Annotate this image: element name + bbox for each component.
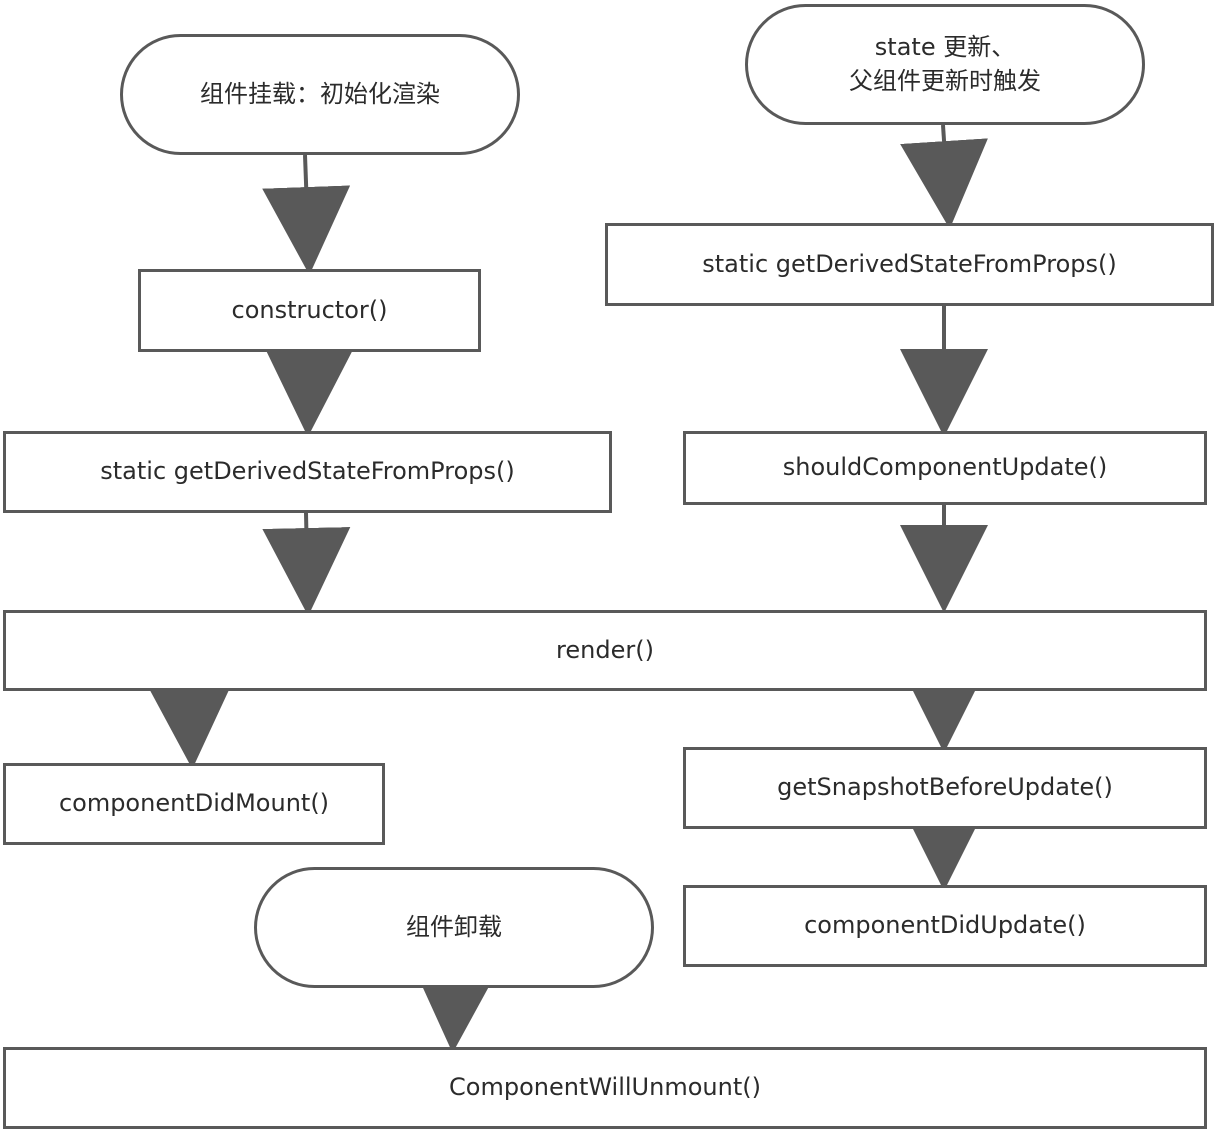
arrow-render-to-didmount bbox=[145, 679, 234, 769]
update-start-label-line1: state 更新、 bbox=[874, 32, 1016, 61]
update-start-label-line2: 父组件更新时触发 bbox=[849, 66, 1041, 95]
mount-getderived-box: static getDerivedStateFromProps() bbox=[3, 431, 612, 513]
did-mount-box: componentDidMount() bbox=[3, 763, 385, 845]
update-start-terminal: state 更新、 父组件更新时触发 bbox=[745, 4, 1145, 125]
arrow-getderived-to-render bbox=[262, 512, 351, 616]
will-unmount-box: ComponentWillUnmount() bbox=[3, 1047, 1207, 1129]
arrow-update-to-getderived bbox=[900, 124, 988, 229]
arrow-mount-to-constructor bbox=[262, 154, 351, 275]
constructor-box: constructor() bbox=[138, 269, 481, 352]
render-box: render() bbox=[3, 610, 1207, 691]
did-mount-label: componentDidMount() bbox=[58, 789, 330, 818]
snapshot-label: getSnapshotBeforeUpdate() bbox=[777, 773, 1113, 802]
render-label: render() bbox=[556, 635, 654, 664]
should-update-label: shouldComponentUpdate() bbox=[782, 453, 1108, 482]
mount-start-label: 组件挂载：初始化渲染 bbox=[200, 79, 440, 108]
mount-getderived-label: static getDerivedStateFromProps() bbox=[100, 457, 515, 486]
arrow-unmount-to-willunmount bbox=[411, 963, 500, 1053]
unmount-start-label: 组件卸载 bbox=[406, 912, 502, 941]
snapshot-box: getSnapshotBeforeUpdate() bbox=[683, 747, 1207, 829]
update-getderived-label: static getDerivedStateFromProps() bbox=[702, 249, 1117, 278]
constructor-label: constructor() bbox=[231, 295, 388, 324]
update-getderived-box: static getDerivedStateFromProps() bbox=[605, 223, 1214, 306]
did-update-box: componentDidUpdate() bbox=[683, 885, 1207, 967]
will-unmount-label: ComponentWillUnmount() bbox=[449, 1073, 761, 1102]
unmount-start-terminal: 组件卸载 bbox=[254, 867, 654, 988]
should-update-box: shouldComponentUpdate() bbox=[683, 431, 1207, 505]
mount-start-terminal: 组件挂载：初始化渲染 bbox=[120, 34, 520, 155]
did-update-label: componentDidUpdate() bbox=[804, 911, 1086, 940]
arrow-constructor-to-getderived bbox=[265, 348, 354, 437]
